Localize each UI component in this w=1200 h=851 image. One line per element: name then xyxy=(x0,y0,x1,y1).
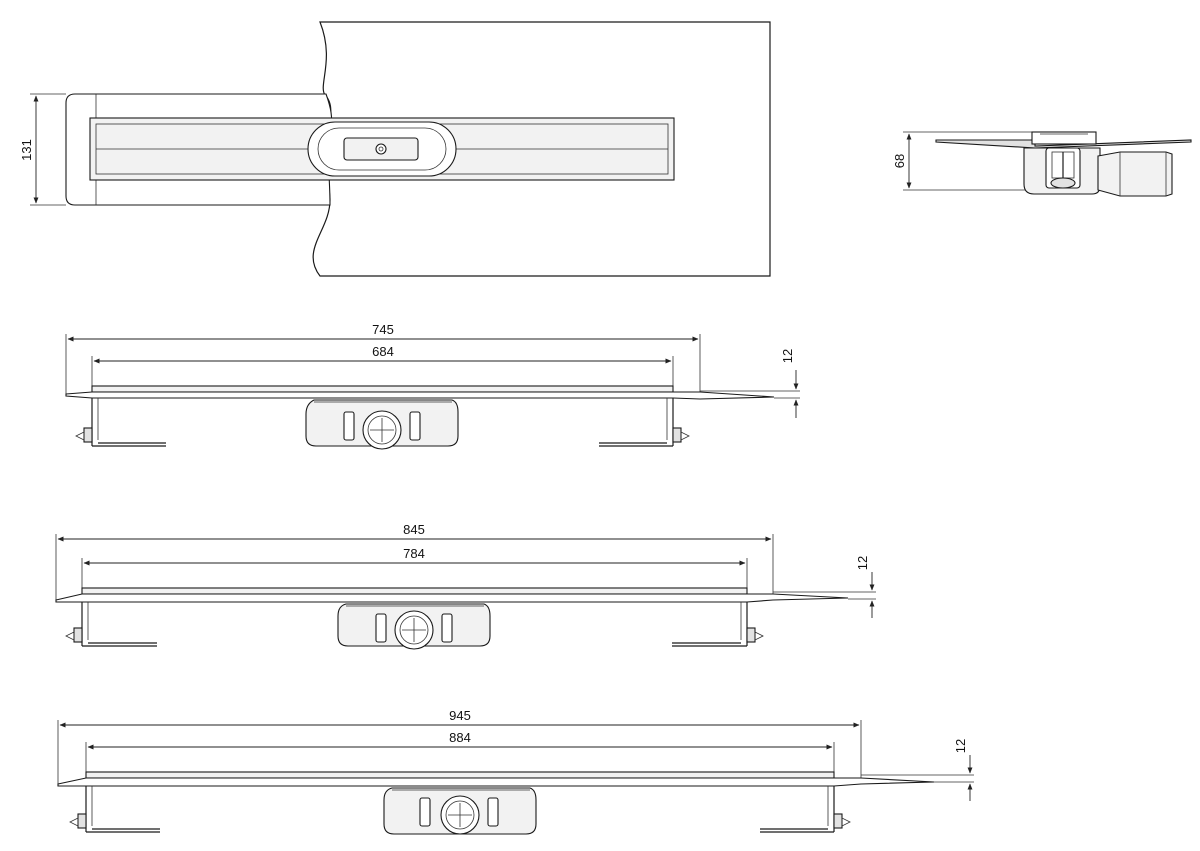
dim-684-label: 684 xyxy=(372,344,394,359)
drain-945-view: 945 884 12 xyxy=(57,708,974,835)
drain-845-view: 845 784 12 xyxy=(55,522,876,650)
dim-68-label: 68 xyxy=(892,154,907,168)
dim-12-label-745: 12 xyxy=(780,349,795,363)
drain-745-flange xyxy=(65,391,775,400)
dim-12-label-945: 12 xyxy=(953,739,968,753)
dim-745-label: 745 xyxy=(372,322,394,337)
dim-12-label-845: 12 xyxy=(855,556,870,570)
dim-131-label: 131 xyxy=(19,139,34,161)
side-view: 68 xyxy=(892,131,1192,197)
dim-784-label: 784 xyxy=(403,546,425,561)
dim-845-label: 845 xyxy=(403,522,425,537)
dim-945-label: 945 xyxy=(449,708,471,723)
side-outlet-pipe xyxy=(1097,151,1173,197)
top-view: 131 xyxy=(19,21,771,277)
dim-884-label: 884 xyxy=(449,730,471,745)
drain-745-view: 745 684 12 xyxy=(65,322,800,450)
drain-845-flange xyxy=(55,593,849,603)
drain-945-flange xyxy=(57,777,935,787)
